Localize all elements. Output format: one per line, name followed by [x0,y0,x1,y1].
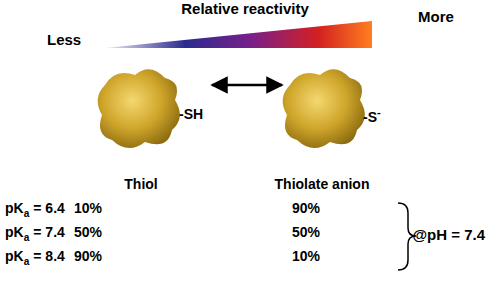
group-label: -SH [179,106,203,122]
percent-cell: 50% [74,224,102,240]
group-label: -S [363,109,377,125]
pka-label: = 7.4 [33,224,65,240]
pka-label-group: pKa= 7.4 [5,224,65,244]
ph-label: @pH = 7.4 [412,226,485,243]
species-label-group: Thiolate anion [275,176,370,193]
scale-label: Less [47,31,81,48]
pka-label: pK [5,224,24,240]
pka-label-group: pKa= 8.4 [5,248,65,268]
percent-cell-group: 90% [74,248,102,265]
reactivity-wedge [105,21,372,48]
pka-label-group: pKa= 6.4 [5,200,65,220]
protein-blob [98,69,180,148]
scale-label: More [418,8,454,25]
title-label-group: Relative reactivity [181,0,309,18]
group-label-group: -SH [179,106,203,123]
percent-cell: 50% [292,224,320,240]
percent-cell-group: 10% [292,248,320,265]
species-label: Thiolate anion [275,176,370,192]
group-label: - [377,106,381,118]
percent-cell: 90% [292,200,320,216]
percent-cell: 10% [74,200,102,216]
percent-cell-group: 90% [292,200,320,217]
percent-cell-group: 50% [74,224,102,241]
group-label-group: -S- [363,106,381,125]
percent-cell: 10% [292,248,320,264]
pka-label: a [24,256,30,267]
species-label-group: Thiol [124,176,157,193]
pka-label: a [24,208,30,219]
protein-blob [283,69,365,148]
pka-label: a [24,232,30,243]
pka-label: = 6.4 [33,200,65,216]
species-label: Thiol [124,176,157,192]
percent-cell-group: 50% [292,224,320,241]
equilibrium-arrow [212,84,282,87]
title-label: Relative reactivity [181,0,309,17]
pka-label: pK [5,248,24,264]
ph-label-group: @pH = 7.4 [412,226,485,244]
percent-cell-group: 10% [74,200,102,217]
scale-label-group: More [418,8,454,26]
pka-label: pK [5,200,24,216]
percent-cell: 90% [74,248,102,264]
pka-label: = 8.4 [33,248,65,264]
scale-label-group: Less [47,31,81,49]
